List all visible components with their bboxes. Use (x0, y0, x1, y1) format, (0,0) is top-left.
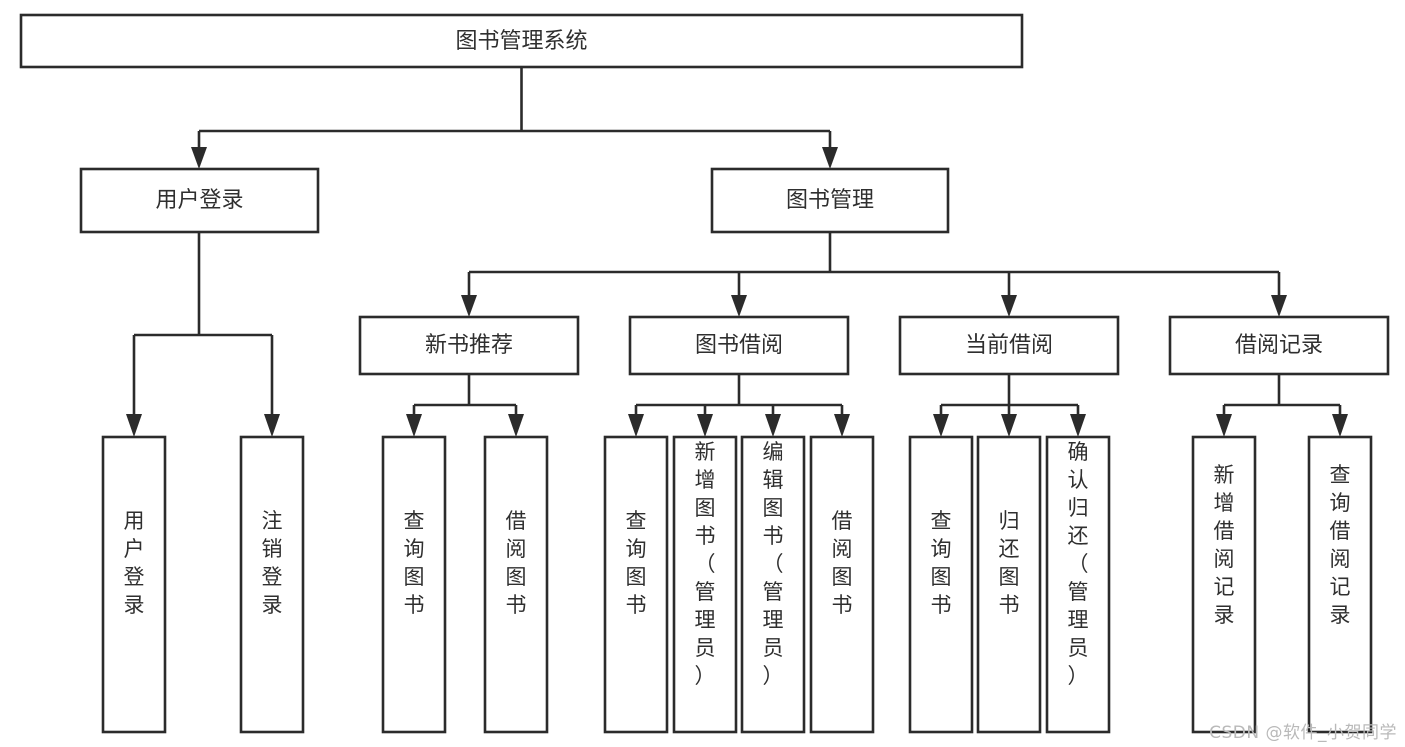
node-book-management[interactable]: 图书管理 (710, 167, 950, 234)
arrow-head-leaf-book-borrow-4 (834, 414, 850, 437)
leaf-node[interactable]: 用户登录 (101, 435, 167, 734)
arrow-head-book-borrow (731, 295, 747, 317)
leaf-new-book-2-label: 借阅图书 (506, 509, 527, 617)
leaf-new-book-1-box[interactable] (381, 435, 447, 734)
leaf-book-borrow-2-box[interactable] (672, 435, 738, 734)
arrow-head-user-login (191, 147, 207, 169)
leaf-book-borrow-1-box[interactable] (603, 435, 669, 734)
node-root[interactable]: 图书管理系统 (19, 13, 1024, 69)
arrow-head-leaf-book-borrow-2 (697, 414, 713, 437)
leaf-book-borrow-1-label: 查询图书 (626, 509, 647, 617)
leaf-current-borrow-3-label: 确认归还（管理员） (1068, 440, 1089, 688)
arrow-head-leaf-user-login-2 (264, 414, 280, 437)
leaf-node[interactable]: 借阅图书 (809, 435, 875, 734)
leaf-node[interactable]: 查询图书 (381, 435, 447, 734)
leaf-node[interactable]: 查询借阅记录 (1307, 435, 1373, 734)
leaf-node[interactable]: 查询图书 (908, 435, 974, 734)
arrow-head-leaf-borrow-records-2 (1332, 414, 1348, 437)
leaf-user-login-2-box[interactable] (239, 435, 305, 734)
leaf-user-login-1-box[interactable] (101, 435, 167, 734)
leaf-current-borrow-1-label: 查询图书 (931, 509, 952, 617)
node-book-borrow-label: 图书借阅 (695, 333, 783, 358)
leaf-borrow-records-1-box[interactable] (1191, 435, 1257, 734)
node-new-book-recommend-label: 新书推荐 (425, 333, 513, 358)
arrow-head-leaf-current-borrow-2 (1001, 414, 1017, 437)
leaf-node[interactable]: 新增借阅记录 (1191, 435, 1257, 734)
arrow-head-leaf-current-borrow-3 (1070, 414, 1086, 437)
arrow-head-leaf-new-book-2 (508, 414, 524, 437)
node-book-management-label: 图书管理 (786, 188, 874, 213)
leaf-current-borrow-2-box[interactable] (976, 435, 1042, 734)
leaf-new-book-1-label: 查询图书 (404, 509, 425, 617)
node-current-borrow[interactable]: 当前借阅 (898, 315, 1120, 376)
node-book-borrow-box[interactable] (628, 315, 850, 376)
node-root-label: 图书管理系统 (455, 29, 587, 54)
arrow-head-leaf-book-borrow-3 (765, 414, 781, 437)
node-book-borrow[interactable]: 图书借阅 (628, 315, 850, 376)
leaf-current-borrow-2-label: 归还图书 (999, 509, 1020, 617)
leaf-new-book-2-box[interactable] (483, 435, 549, 734)
arrow-head-leaf-borrow-records-1 (1216, 414, 1232, 437)
leaf-node[interactable]: 查询图书 (603, 435, 669, 734)
arrow-head-leaf-current-borrow-1 (933, 414, 949, 437)
node-current-borrow-label: 当前借阅 (965, 333, 1053, 358)
leaf-book-borrow-4-label: 借阅图书 (832, 509, 853, 617)
node-user-login-label: 用户登录 (155, 188, 243, 213)
arrow-head-current-borrow (1001, 295, 1017, 317)
leaf-book-borrow-2-label: 新增图书（管理员） (695, 440, 716, 688)
leaf-current-borrow-3-box[interactable] (1045, 435, 1111, 734)
leaf-book-borrow-4-box[interactable] (809, 435, 875, 734)
arrow-head-leaf-user-login-1 (126, 414, 142, 437)
leaf-user-login-1-label: 用户登录 (124, 509, 145, 617)
leaf-borrow-records-2-box[interactable] (1307, 435, 1373, 734)
leaf-book-borrow-3-box[interactable] (740, 435, 806, 734)
leaf-node[interactable]: 确认归还（管理员） (1045, 435, 1111, 734)
arrow-head-borrow-records (1271, 295, 1287, 317)
node-new-book-recommend[interactable]: 新书推荐 (358, 315, 580, 376)
leaf-book-borrow-3-label: 编辑图书（管理员） (763, 440, 784, 688)
leaf-current-borrow-1-box[interactable] (908, 435, 974, 734)
node-new-book-recommend-box[interactable] (358, 315, 580, 376)
node-borrow-records-box[interactable] (1168, 315, 1390, 376)
node-book-management-box[interactable] (710, 167, 950, 234)
leaf-user-login-2-label: 注销登录 (262, 509, 283, 617)
leaf-node[interactable]: 编辑图书（管理员） (740, 435, 806, 734)
node-borrow-records[interactable]: 借阅记录 (1168, 315, 1390, 376)
connector-layer (126, 67, 1348, 437)
node-user-login-box[interactable] (79, 167, 320, 234)
node-root-box[interactable] (19, 13, 1024, 69)
arrow-head-leaf-book-borrow-1 (628, 414, 644, 437)
leaf-borrow-records-1-label: 新增借阅记录 (1214, 463, 1235, 627)
arrow-head-leaf-new-book-1 (406, 414, 422, 437)
node-borrow-records-label: 借阅记录 (1235, 333, 1323, 358)
arrow-head-book-mgmt (822, 147, 838, 169)
leaf-node[interactable]: 注销登录 (239, 435, 305, 734)
leaf-borrow-records-2-label: 查询借阅记录 (1330, 463, 1351, 627)
node-current-borrow-box[interactable] (898, 315, 1120, 376)
leaf-node[interactable]: 借阅图书 (483, 435, 549, 734)
leaf-node[interactable]: 新增图书（管理员） (672, 435, 738, 734)
leaf-node[interactable]: 归还图书 (976, 435, 1042, 734)
node-user-login[interactable]: 用户登录 (79, 167, 320, 234)
arrow-head-new-book (461, 295, 477, 317)
